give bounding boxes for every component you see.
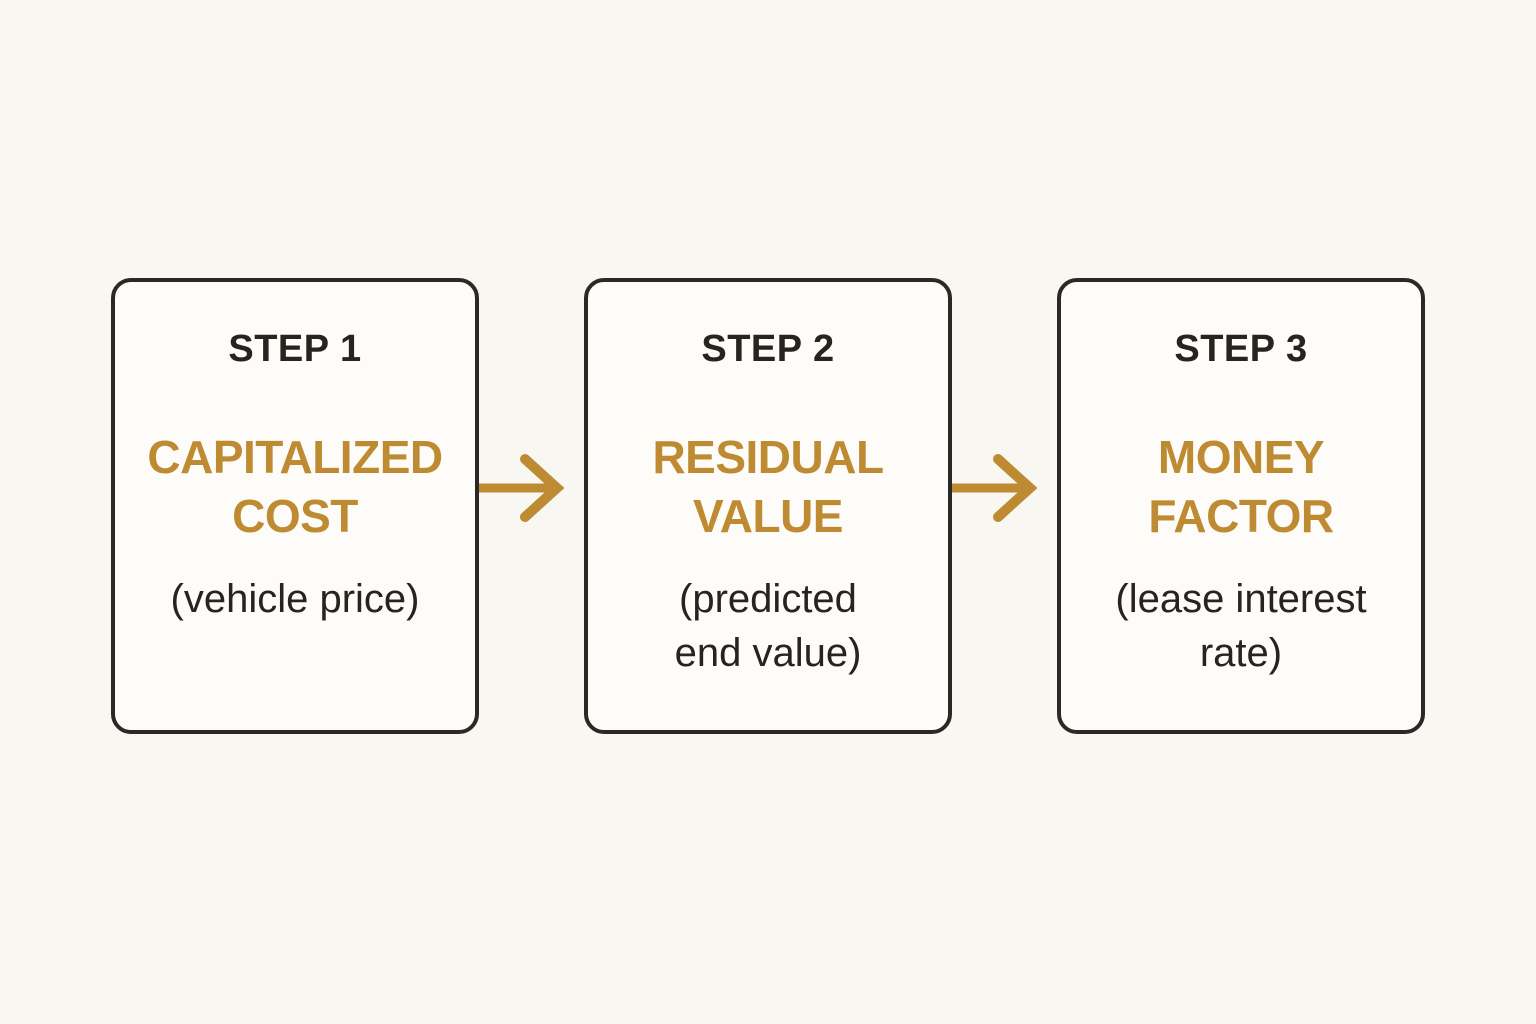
arrow-right-icon [479, 448, 584, 528]
arrow-right-icon [952, 448, 1057, 528]
step-1-title: CAPITALIZED COST [147, 431, 443, 542]
step-3-box: STEP 3 MONEY FACTOR (lease interest rate… [1057, 278, 1425, 734]
lease-steps-diagram: STEP 1 CAPITALIZED COST (vehicle price) … [0, 278, 1536, 734]
step-1-box: STEP 1 CAPITALIZED COST (vehicle price) [111, 278, 479, 734]
step-2-box: STEP 2 RESIDUAL VALUE (predicted end val… [584, 278, 952, 734]
step-2-label: STEP 2 [701, 328, 835, 370]
step-2-title: RESIDUAL VALUE [652, 431, 884, 542]
step-1-label: STEP 1 [228, 328, 362, 370]
step-2-subtitle: (predicted end value) [674, 576, 862, 675]
step-3-subtitle: (lease interest rate) [1115, 576, 1367, 675]
step-1-subtitle: (vehicle price) [170, 576, 420, 621]
step-3-label: STEP 3 [1174, 328, 1308, 370]
step-3-title: MONEY FACTOR [1148, 431, 1334, 542]
